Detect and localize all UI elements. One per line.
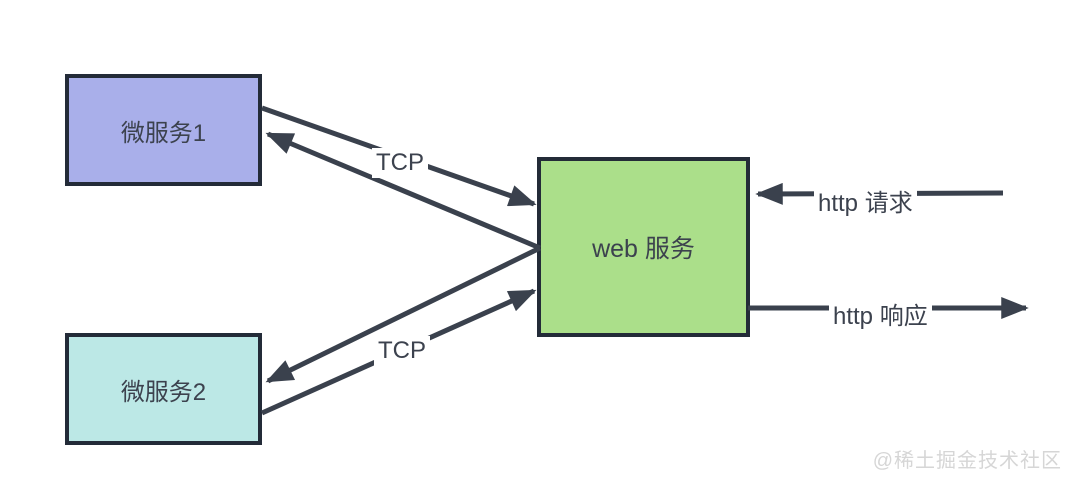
edge-label-http-request: http 请求 xyxy=(814,182,917,219)
edge-label-tcp-bottom: TCP xyxy=(374,336,430,366)
node-microservice-1-label: 微服务1 xyxy=(120,119,207,147)
node-web-service-label: web 服务 xyxy=(592,235,695,263)
edge-label-tcp-top: TCP xyxy=(372,148,428,178)
node-web-service: web 服务 xyxy=(537,157,750,337)
node-microservice-1: 微服务1 xyxy=(65,74,262,186)
node-microservice-2-label: 微服务2 xyxy=(120,378,207,406)
watermark-text: @稀土掘金技术社区 xyxy=(872,450,1062,472)
node-microservice-2: 微服务2 xyxy=(65,333,262,445)
edge-label-http-response: http 响应 xyxy=(829,295,932,332)
